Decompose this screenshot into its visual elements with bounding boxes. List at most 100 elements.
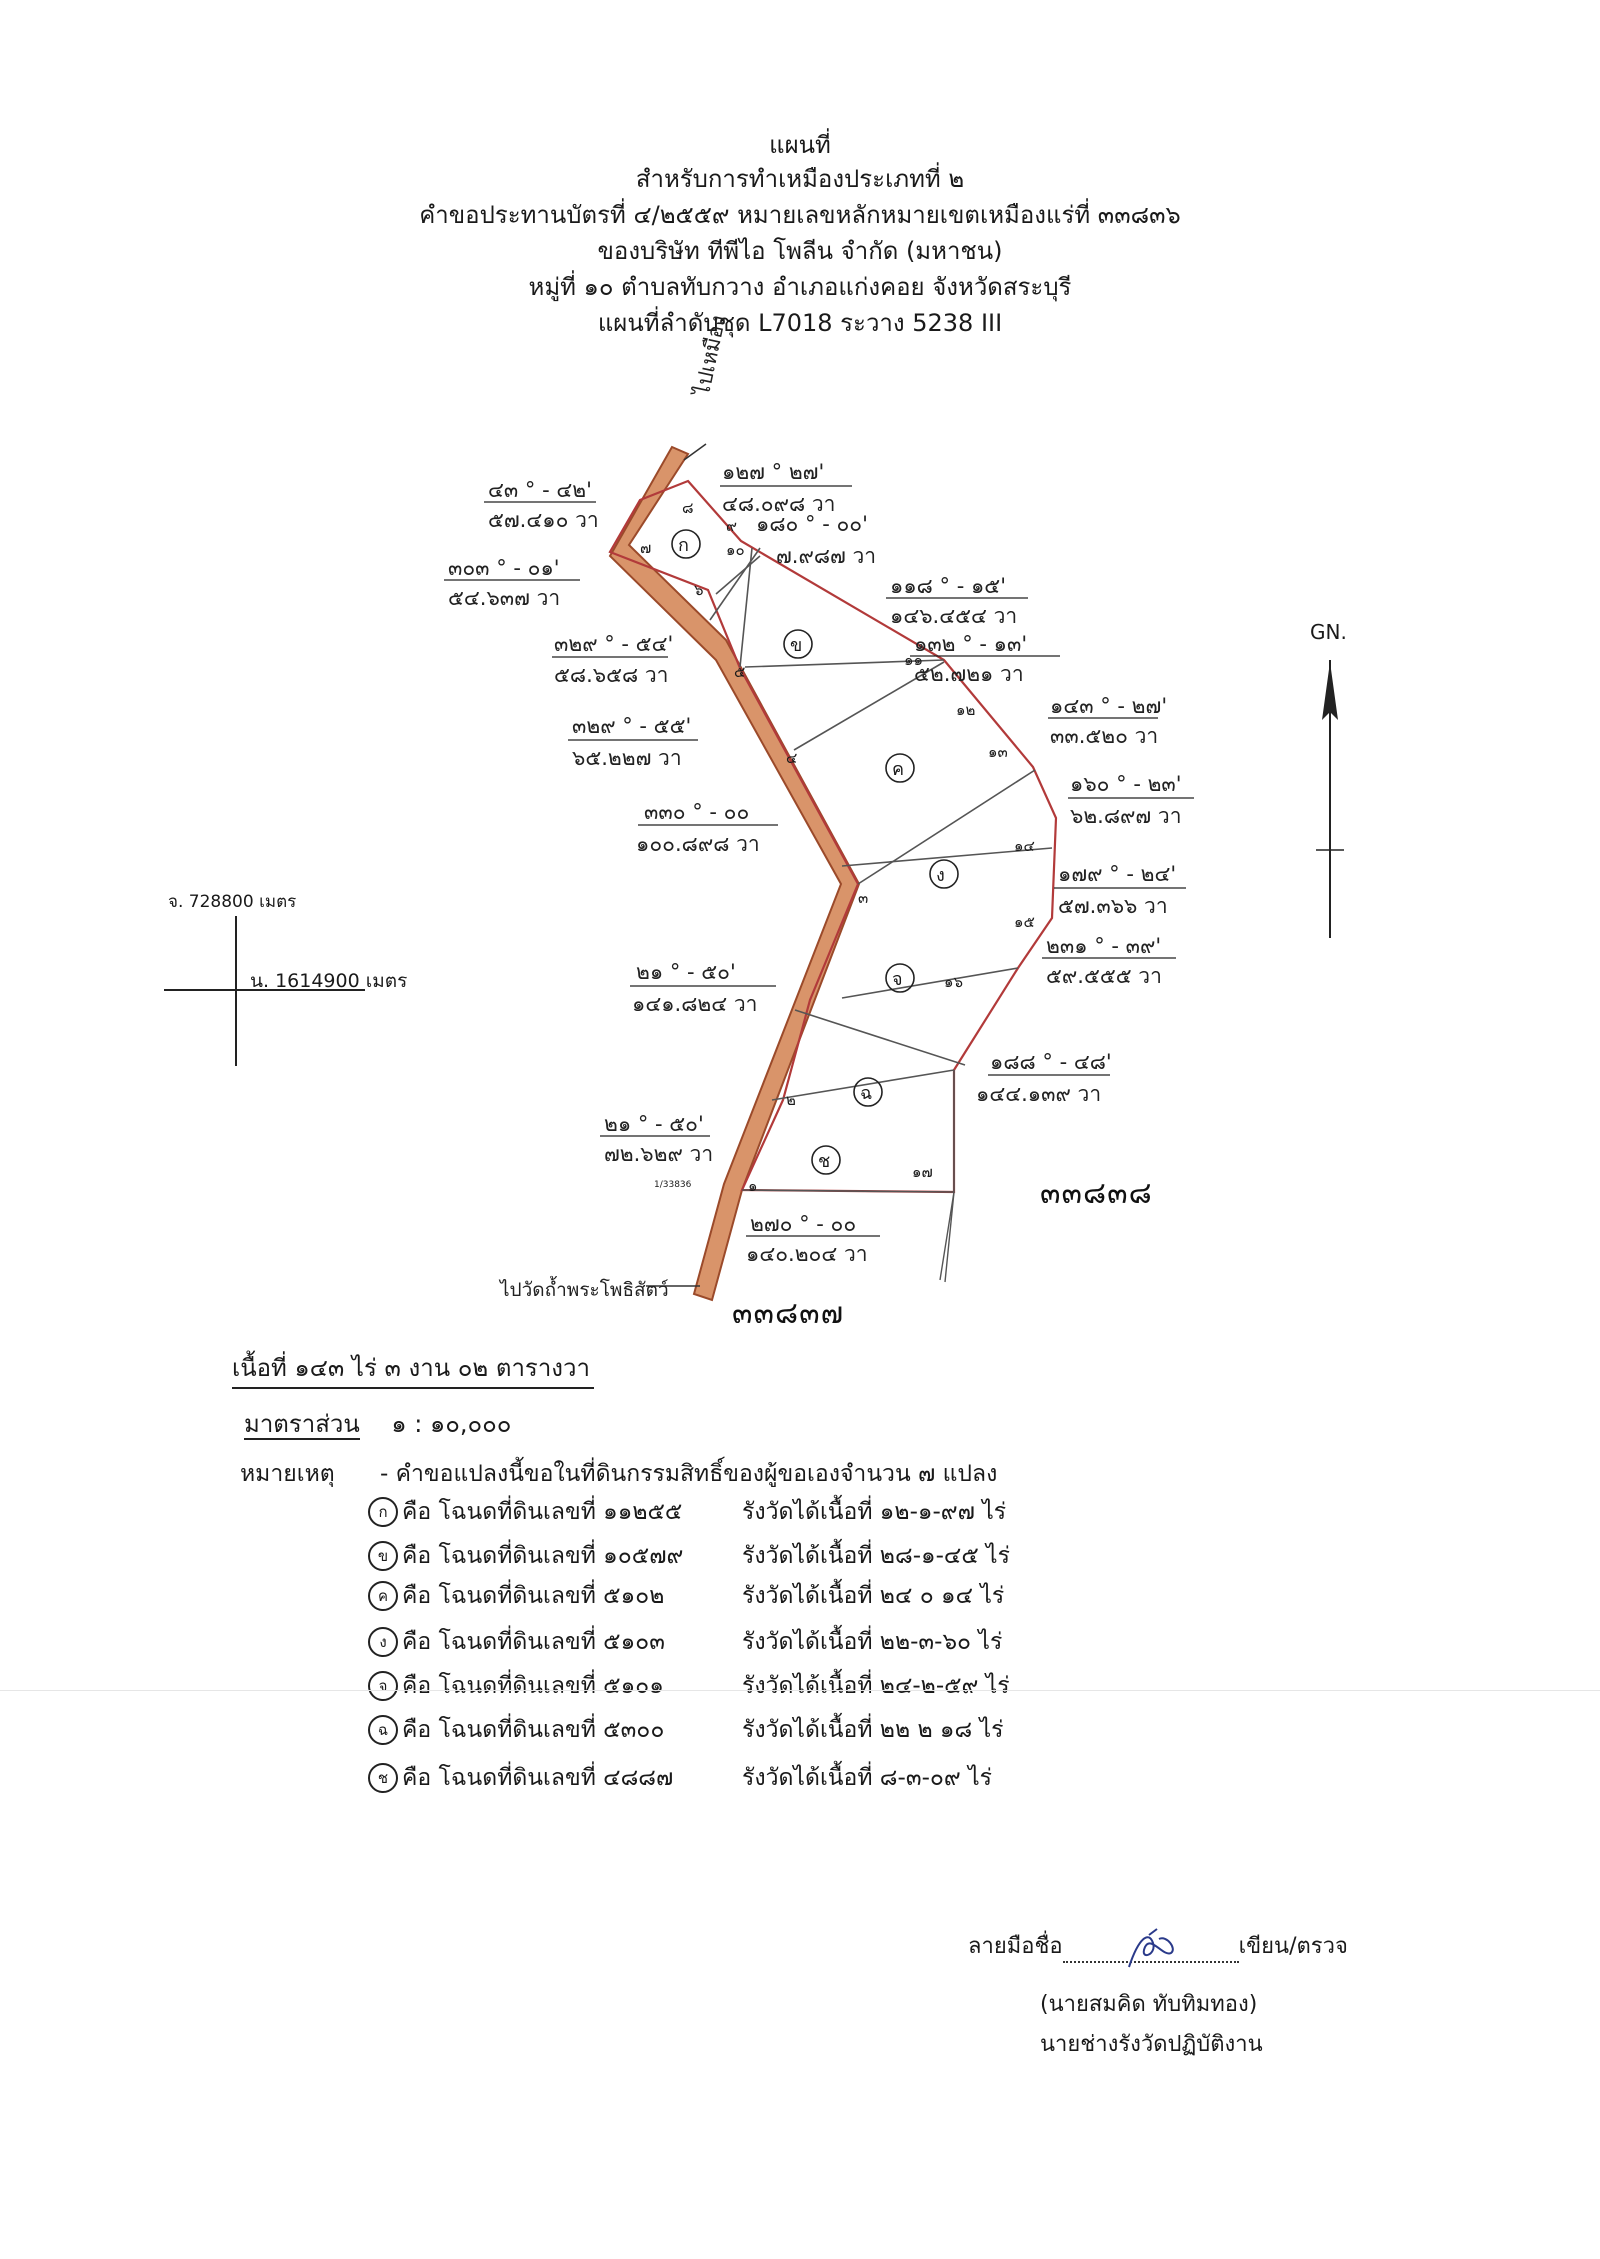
company-line: ของบริษัท ทีพีไอ โพลีน จำกัด (มหาชน) (597, 237, 1003, 265)
location-line: หมู่ที่ ๑๐ ตำบลทับกวาง อำเภอแก่งคอย จังห… (528, 273, 1072, 301)
bearing-angle: ๑๒๗ ° ๒๗' (722, 460, 825, 484)
deed-area: รังวัดได้เนื้อที่ ๒๔-๒-๕๙ ไร่ (742, 1673, 1010, 1699)
scan-line (0, 1690, 1600, 1691)
parcel-mark: ค (368, 1581, 398, 1611)
remark-row: ข คือ โฉนดที่ดินเลขที่ ๑๐๕๗๙ รังวัดได้เน… (368, 1538, 1010, 1574)
deed-area: รังวัดได้เนื้อที่ ๒๒ ๒ ๑๘ ไร่ (742, 1717, 1004, 1743)
parcel-letter-chan: ฉ (860, 1083, 873, 1104)
parcel-divisions (709, 547, 1053, 1193)
scale-label: มาตราส่วน (244, 1410, 360, 1440)
parcel-marker-cho-chang (811, 1145, 841, 1175)
parcel-letter-ngo: ง (936, 865, 945, 886)
bearing-distance: ๑๔๔.๑๓๙ วา (976, 1082, 1102, 1106)
bearing-angle: ๑๑๘ ° - ๑๕' (890, 574, 1006, 598)
deed-area: รังวัดได้เนื้อที่ ๒๒-๓-๖๐ ไร่ (742, 1629, 1003, 1655)
bearing-distance: ๕๔.๖๓๗ วา (448, 586, 561, 610)
bearing-angle: ๑๖๐ ° - ๒๓' (1070, 772, 1182, 796)
parcel-mark: ข (368, 1541, 398, 1571)
deed-text: คือ โฉนดที่ดินเลขที่ ๔๘๘๗ (402, 1765, 674, 1791)
deed-text: คือ โฉนดที่ดินเลขที่ ๕๑๐๓ (402, 1629, 665, 1655)
north-arrow-head (1322, 662, 1338, 720)
point-label-10: ๑๐ (726, 541, 745, 559)
northing-label: น. 1614900 เมตร (250, 970, 408, 992)
point-label-6: ๖ (694, 581, 704, 599)
map-title: แผนที่ (769, 131, 831, 159)
parcel-marker-ngo (929, 859, 959, 889)
bearing-angle: ๒๓๑ ° - ๓๙' (1046, 934, 1162, 958)
remark-row: ก คือ โฉนดที่ดินเลขที่ ๑๑๒๕๕ รังวัดได้เน… (368, 1494, 1006, 1530)
adjacent-sheet-right: ๓๓๘๓๘ (1040, 1176, 1153, 1211)
bearing-distance: ๓๓.๕๒๐ วา (1050, 724, 1159, 748)
deed-text: คือ โฉนดที่ดินเลขที่ ๕๑๐๑ (402, 1673, 664, 1699)
point-label-14: ๑๔ (1014, 837, 1035, 855)
deed-text: คือ โฉนดที่ดินเลขที่ ๑๑๒๕๕ (402, 1499, 683, 1525)
point-label-16: ๑๖ (944, 973, 964, 991)
bearing-distance: ๑๐๐.๘๙๘ วา (636, 832, 760, 856)
remark-row: ฉ คือ โฉนดที่ดินเลขที่ ๕๓๐๐ รังวัดได้เนื… (368, 1712, 1004, 1748)
point-label-12: ๑๒ (956, 701, 976, 719)
road-to-temple-label: ไปวัดถ้ำพระโพธิสัตว์ (500, 1279, 669, 1301)
scale-block: มาตราส่วน ๑ : ๑๐,๐๐๐ (244, 1404, 511, 1443)
parcel-mark: ก (368, 1497, 398, 1527)
remark-row: ช คือ โฉนดที่ดินเลขที่ ๔๘๘๗ รังวัดได้เนื… (368, 1760, 992, 1796)
bearing-distance: ๔๘.๐๙๘ วา (722, 492, 836, 516)
parcel-marker-cho (885, 963, 915, 993)
bearing-dividers (444, 485, 1194, 1237)
point-label-5: ๕ (734, 663, 746, 681)
point-label-15: ๑๕ (1014, 913, 1035, 931)
parcel-mark: ช (368, 1763, 398, 1793)
bearing-distance: ๕๗.๔๑๐ วา (488, 508, 599, 532)
signature-line: ลายมือชื่อ เขียน/ตรวจ (968, 1928, 1348, 1968)
survey-map (164, 443, 1344, 1302)
easting-label: จ. 728800 เมตร (168, 892, 297, 912)
surveyor-position: นายช่างรังวัดปฏิบัติงาน (1040, 2032, 1263, 2057)
surveyor-name: (นายสมคิด ทับทิมทอง) (1040, 1992, 1258, 2017)
bearing-distance: ๑๔๖.๔๕๔ วา (890, 604, 1018, 628)
bearing-angle: ๒๗๐ ° - ๐๐ (750, 1212, 857, 1236)
parcel-mark: ง (368, 1627, 398, 1657)
concession-request-line: คำขอประทานบัตรที่ ๔/๒๕๕๙ หมายเลขหลักหมาย… (419, 201, 1181, 229)
point-label-8: ๘ (682, 499, 694, 517)
point-label-7: ๗ (640, 539, 652, 557)
bearing-distance: ๖๒.๘๙๗ วา (1070, 804, 1182, 828)
parcel-marker-ko (671, 529, 701, 559)
signature-role-label: เขียน/ตรวจ (1238, 1934, 1348, 1959)
bearing-angle: ๒๑ ° - ๕๐' (636, 960, 736, 984)
bearing-distance: ๗๒.๖๒๙ วา (604, 1142, 714, 1166)
remark-row: ง คือ โฉนดที่ดินเลขที่ ๕๑๐๓ รังวัดได้เนื… (368, 1624, 1002, 1660)
parcel-mark: ฉ (368, 1715, 398, 1745)
signature-label: ลายมือชื่อ (968, 1934, 1063, 1959)
parcel-letter-kho-khwai: ค (892, 759, 905, 780)
mining-type-line: สำหรับการทำเหมืองประเภทที่ ๒ (635, 165, 965, 193)
point-label-13: ๑๓ (988, 743, 1008, 761)
bearing-distance: ๕๗.๓๖๖ วา (1058, 894, 1168, 918)
parcel-letter-cho: จ (892, 969, 903, 990)
bearing-angle: ๓๐๓ ° - ๐๑' (448, 556, 560, 580)
bearing-distance: ๕๙.๕๕๕ วา (1046, 964, 1162, 988)
bearing-angle: ๑๓๒ ° - ๑๓' (914, 632, 1028, 656)
road-strip (608, 445, 861, 1302)
bearing-angle: ๑๗๙ ° - ๒๔' (1058, 862, 1177, 886)
bearing-angle: ๒๑ ° - ๕๐' (604, 1112, 704, 1136)
bearing-angle: ๓๓๐ ° - ๐๐ (644, 800, 750, 824)
bearing-distance: ๕๒.๗๒๑ วา (914, 662, 1024, 686)
remarks-label: หมายเหตุ (240, 1461, 335, 1487)
adjacent-sheet-bottom: ๓๓๘๓๗ (732, 1296, 845, 1331)
area-value: ๑๔๓ ไร่ ๓ งาน ๐๒ ตารางวา (294, 1354, 590, 1382)
bearing-angle: ๔๓ ° - ๔๒' (488, 478, 592, 502)
bearing-angle: ๓๒๙ ° - ๕๔' (554, 632, 674, 656)
remark-row: จ คือ โฉนดที่ดินเลขที่ ๕๑๐๑ รังวัดได้เนื… (368, 1668, 1010, 1704)
deed-text: คือ โฉนดที่ดินเลขที่ ๕๑๐๒ (402, 1583, 665, 1609)
point-label-3: ๓ (858, 889, 869, 907)
parcel-letter-kho: ข (790, 635, 803, 656)
point-label-9: ๙ (726, 517, 737, 535)
deed-area: รังวัดได้เนื้อที่ ๒๔ ๐ ๑๔ ไร่ (742, 1583, 1005, 1609)
road-top-pointer (683, 443, 707, 461)
point-label-2: ๒ (786, 1091, 796, 1109)
bearing-distance: ๖๕.๒๒๗ วา (572, 746, 682, 770)
bearing-distance: ๑๔๐.๒๐๔ วา (746, 1242, 868, 1266)
bearing-angle: ๑๔๓ ° - ๒๗' (1050, 694, 1168, 718)
parcel-marker-kho-khwai (885, 753, 915, 783)
parcel-mark: จ (368, 1671, 398, 1701)
deed-text: คือ โฉนดที่ดินเลขที่ ๕๓๐๐ (402, 1717, 665, 1743)
